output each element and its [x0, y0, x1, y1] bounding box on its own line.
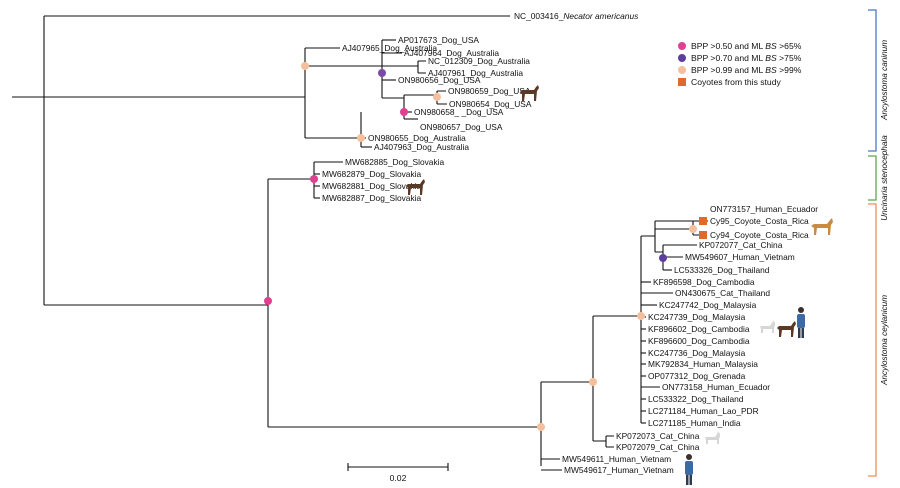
tip-label: LC533326_Dog_Thailand [674, 265, 770, 275]
tip-label: KC247742_Dog_Malaysia [659, 300, 757, 310]
tip-label: LC533322_Dog_Thailand [648, 394, 744, 404]
clade-brackets: Ancylostoma caninum Uncinaria stenocepha… [868, 9, 889, 477]
tip-label: MK792834_Human_Malaysia [648, 359, 758, 369]
branch-t18 [641, 221, 656, 252]
branch-t5-t6 [382, 60, 426, 74]
legend-coyote-label: Coyotes from this study [691, 77, 781, 87]
legend-high-support-swatch [678, 54, 686, 62]
branch-caninum-lower [305, 112, 362, 147]
node-mid-support [264, 297, 272, 305]
tree-branches [12, 15, 708, 471]
node-top-support [433, 93, 441, 101]
tip-label: MW682887_Dog_Slovakia [322, 193, 422, 203]
cat-icon [760, 320, 775, 333]
tip-label: ON773158_Human_Ecuador [662, 382, 770, 392]
tip-label: OP077312_Dog_Grenada [648, 371, 746, 381]
branch-cat-pair [593, 435, 614, 448]
node-top-support [689, 225, 697, 233]
scale-bar: 0.02 [347, 463, 449, 483]
node-top-support [637, 312, 645, 320]
node-high-support [659, 254, 667, 262]
tip-labels: NC_003416_Necator americanus AJ407965_Do… [322, 11, 818, 475]
dog-icon [520, 85, 539, 101]
tip-label: KP072073_Cat_China [616, 431, 700, 441]
tip-label: KF896598_Dog_Cambodia [653, 277, 755, 287]
tip-label: MW682885_Dog_Slovakia [345, 157, 445, 167]
tip-label: ON980658_ _Dog_USA [414, 107, 504, 117]
tip-label: LC271185_Human_India [648, 418, 741, 428]
tip-label: NC_012309_Dog_Australia [428, 56, 530, 66]
tip-label: ON980657_Dog_USA [420, 122, 503, 132]
node-top-support [537, 423, 545, 431]
host-silhouettes [406, 85, 833, 485]
clade-label-ceylanicum: Ancylostoma ceylanicum [880, 295, 889, 386]
tip-label: AJ407965_Dog_Australia [342, 43, 437, 53]
branch-ceylanicum-stem [268, 382, 542, 466]
node-high-support [378, 69, 386, 77]
human-icon [797, 307, 805, 338]
tip-label: MW682879_Dog_Slovakia [322, 169, 422, 179]
tip-label: MW549611_Human_Vietnam [562, 454, 671, 464]
scale-bar-line [347, 463, 449, 471]
node-top-support [301, 62, 309, 70]
tip-label: ON980659_Dog_USA [448, 86, 531, 96]
cat-icon [705, 431, 720, 444]
human-icon [685, 454, 693, 485]
tip-label: AP017673_Dog_USA [398, 35, 479, 45]
tip-label: MW682881_Dog_Slovakia [322, 181, 422, 191]
tip-label: ON980655_Dog_Australia [368, 133, 466, 143]
coyote-marker [699, 217, 707, 225]
tip-label: AJ407964_Dog_Australia [404, 48, 499, 58]
clade-label-uncinaria: Uncinaria stenocephala [880, 135, 889, 221]
legend-mid-support-swatch [678, 42, 686, 50]
bracket-uncinaria [868, 155, 877, 201]
coyote-icon [811, 218, 833, 235]
tip-label: KC247736_Dog_Malaysia [648, 348, 746, 358]
tip-label: ON980654_Dog_USA [449, 99, 532, 109]
branch-caninum-stem [44, 66, 306, 138]
clade-label-caninum: Ancylostoma caninum [880, 40, 889, 121]
tip-label: Cy94_Coyote_Costa_Rica [710, 230, 809, 240]
scale-bar-label: 0.02 [390, 473, 407, 483]
legend-top-support-label: BPP >0.99 and ML BS >99% [691, 65, 802, 75]
tip-label: MW549607_Human_Vietnam [685, 252, 795, 262]
legend-coyote-swatch [678, 78, 686, 86]
tip-label: LC271184_Human_Lao_PDR [648, 406, 759, 416]
node-mid-support [310, 175, 318, 183]
dog-icon [406, 179, 425, 195]
coyote-marker [699, 231, 707, 239]
tip-label: KF896600_Dog_Cambodia [648, 336, 750, 346]
node-top-support [589, 378, 597, 386]
tip-label: KC247739_Dog_Malaysia [648, 312, 746, 322]
branch-root [12, 16, 45, 305]
tip-label: KP072079_Cat_China [616, 442, 700, 452]
bracket-caninum [868, 9, 877, 152]
tip-label: KP072077_Cat_China [699, 240, 783, 250]
tip-label: MW549617_Human_Vietnam [564, 465, 674, 475]
branch-slovakia-stem [268, 162, 315, 198]
legend-top-support-swatch [678, 66, 686, 74]
branch-usa-sub [382, 95, 405, 119]
legend-mid-support-label: BPP >0.50 and ML BS >65% [691, 41, 802, 51]
node-mid-support [400, 108, 408, 116]
legend-high-support-label: BPP >0.70 and ML BS >75% [691, 53, 802, 63]
dog-icon [777, 321, 796, 337]
node-support-markers [264, 62, 707, 431]
branch-ceyl-a [541, 316, 594, 441]
tip-label: AJ407961_Dog_Australia [428, 68, 523, 78]
tip-label: NC_003416_Necator americanus [514, 11, 639, 21]
tip-label: ON980656_Dog_USA [398, 75, 481, 85]
tip-label: Cy95_Coyote_Costa_Rica [710, 216, 809, 226]
tip-label: ON430675_Cat_Thailand [675, 288, 770, 298]
tip-label: AJ407963_Dog_Australia [374, 142, 469, 152]
branch-t2 [304, 47, 340, 66]
tip-label: ON773157_Human_Ecuador [710, 204, 818, 214]
bracket-ceylanicum [868, 203, 877, 477]
branch-ceyl-b [593, 236, 642, 423]
legend: BPP >0.50 and ML BS >65% BPP >0.70 and M… [678, 41, 802, 87]
node-top-support [357, 134, 365, 142]
tip-label: KF896602_Dog_Cambodia [648, 324, 750, 334]
